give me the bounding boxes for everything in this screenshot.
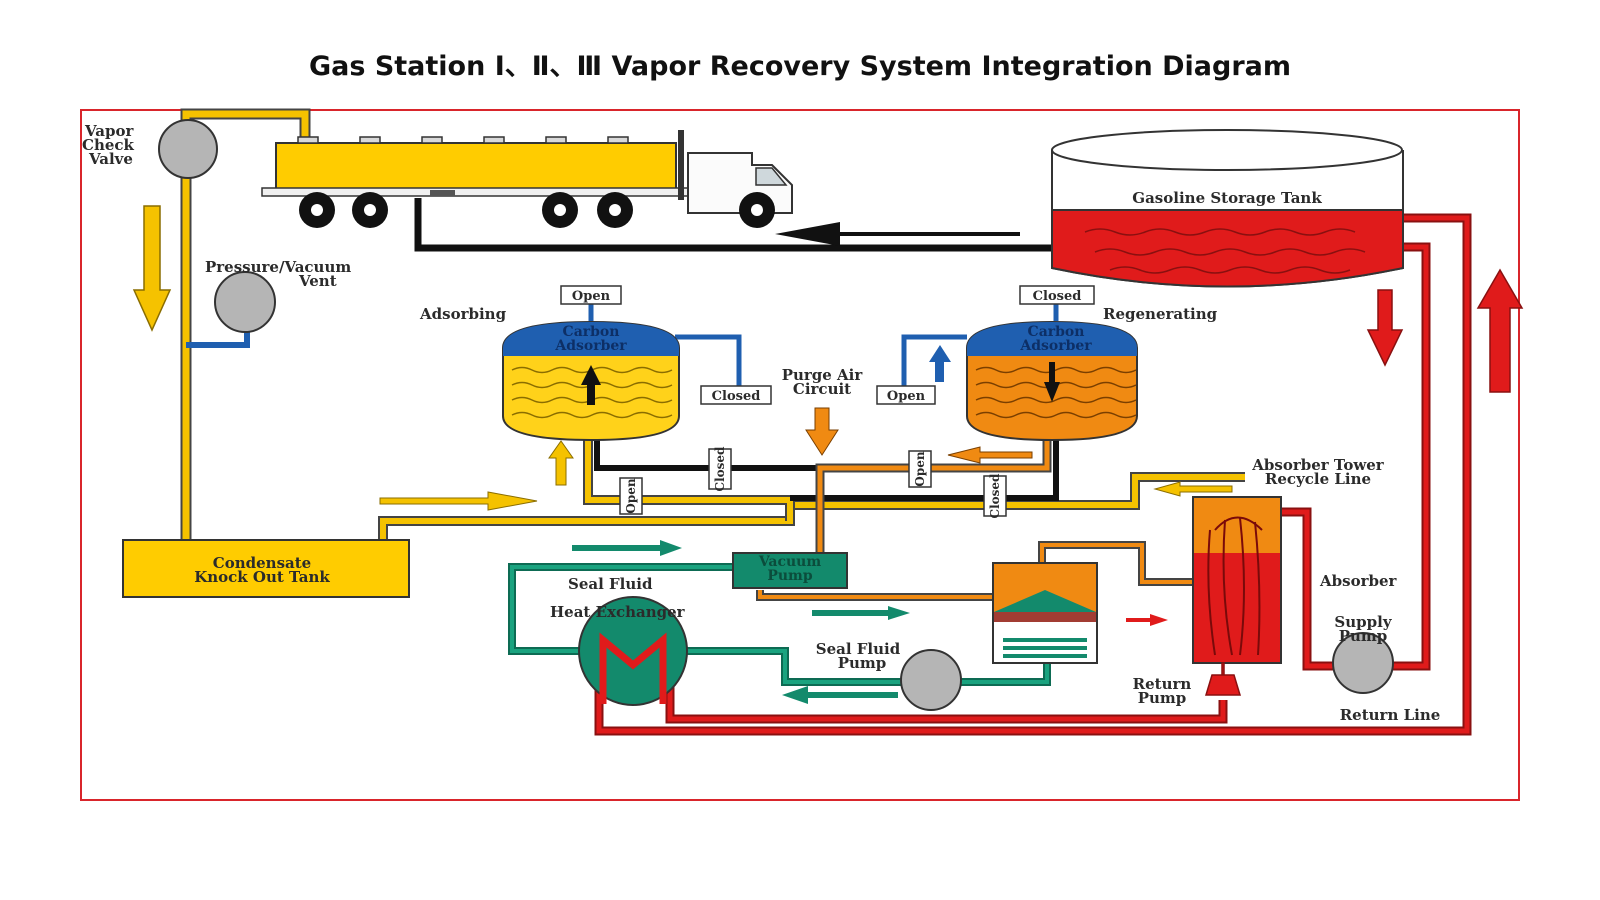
- svg-text:Closed: Closed: [712, 389, 761, 404]
- flow-arrow-down-orange: [805, 407, 839, 456]
- label-adsorbing: Adsorbing: [419, 305, 507, 323]
- knockout-outlet-pipe: [378, 472, 1245, 540]
- label-absorber: Absorber: [1319, 572, 1398, 590]
- svg-text:Closed: Closed: [1033, 289, 1082, 304]
- label-carbon-adsorber-right-1: Carbon: [1028, 324, 1085, 340]
- label-return-line: Return Line: [1340, 706, 1441, 724]
- vapor-check-valve-gauge: [158, 119, 218, 179]
- label-pressure-vacuum-vent-1: Pressure/Vacuum: [205, 258, 351, 276]
- svg-text:Closed: Closed: [988, 473, 1002, 519]
- return-pump: [1204, 662, 1242, 696]
- carbon-adsorber-right: [966, 320, 1138, 442]
- valve-tag-right-top: Closed: [1019, 285, 1095, 305]
- svg-text:Open: Open: [887, 389, 926, 404]
- valve-tag-left-top: Open: [560, 285, 622, 305]
- label-heat-exchanger: Heat Exchanger: [550, 603, 686, 621]
- seal-fluid-pump: [900, 649, 962, 711]
- valve-tag-left-side: Closed: [700, 385, 772, 405]
- cross-pipe-black-2: [790, 440, 1059, 501]
- separator-top-pipe-inner: [1040, 543, 1195, 584]
- flow-arrow-down-red: [1366, 289, 1404, 367]
- label-return-pump-1: Return: [1133, 675, 1192, 693]
- label-absorber-tower-2: Recycle Line: [1265, 470, 1371, 488]
- label-return-pump-2: Pump: [1138, 689, 1187, 707]
- flow-arrow-down-yellow: [132, 205, 172, 332]
- label-absorber-tower-1: Absorber Tower: [1251, 456, 1385, 474]
- separator-feed-pipe-inner: [758, 590, 995, 599]
- flow-arrow-up-red: [1476, 268, 1524, 393]
- valve-tag-vertical-4: Closed: [983, 473, 1007, 519]
- flow-arrow-left-yellow-small: [1153, 481, 1233, 497]
- absorber-tower: [1192, 496, 1282, 664]
- purge-pipe-orange-inner: [817, 440, 1050, 560]
- valve-tag-right-side: Open: [876, 385, 936, 405]
- label-carbon-adsorber-left-2: Adsorber: [554, 338, 627, 354]
- label-seal-fluid-pump-1: Seal Fluid: [816, 640, 901, 658]
- separator-tank: [992, 562, 1098, 664]
- flow-arrow-right-yellow: [379, 491, 538, 511]
- svg-text:Open: Open: [572, 289, 611, 304]
- left-adsorber-side-pipe: [675, 334, 742, 392]
- pressure-vacuum-vent-gauge: [214, 271, 276, 333]
- label-supply-pump-2: Pump: [1339, 627, 1388, 645]
- supply-to-absorber-inner: [1280, 509, 1340, 669]
- heat-exchanger: [578, 596, 688, 706]
- condensate-knock-out-tank: [122, 539, 410, 598]
- flow-arrow-to-truck: [775, 222, 1020, 246]
- diagram-frame: [80, 109, 1520, 801]
- label-seal-fluid-pump-2: Pump: [838, 654, 887, 672]
- label-purge-air-circuit-1: Purge Air: [782, 366, 864, 384]
- label-vacuum-pump-1: Vacuum: [758, 554, 822, 570]
- svg-text:Open: Open: [913, 451, 927, 486]
- label-regenerating: Regenerating: [1103, 305, 1218, 323]
- svg-text:Closed: Closed: [713, 446, 727, 492]
- label-pressure-vacuum-vent-2: Vent: [298, 272, 337, 290]
- seal-fluid-loop-inner: [510, 565, 733, 653]
- left-adsorber-outlet-pipe: [583, 440, 795, 521]
- svg-text:Open: Open: [624, 478, 638, 513]
- label-seal-fluid: Seal Fluid: [568, 575, 653, 593]
- flow-arrow-left-green: [782, 686, 898, 704]
- label-vapor-check-valve-2: Check: [82, 136, 135, 154]
- flow-arrow-right-green-mid: [812, 606, 910, 620]
- label-gasoline-storage-tank: Gasoline Storage Tank: [1132, 189, 1322, 207]
- label-knock-out-tank-2: Knock Out Tank: [194, 568, 330, 586]
- tanker-truck: [261, 130, 793, 228]
- label-carbon-adsorber-right-2: Adsorber: [1019, 338, 1092, 354]
- valve-tag-vertical-1: Open: [619, 477, 643, 515]
- left-adsorber-outlet-pipe-inner: [585, 440, 793, 521]
- label-purge-air-circuit-2: Circuit: [793, 380, 851, 398]
- right-adsorber-side-pipe: [901, 334, 967, 392]
- seal-fluid-return-inner: [687, 649, 1049, 684]
- label-vapor-check-valve-3: Valve: [88, 150, 133, 168]
- vacuum-pump: [732, 552, 848, 589]
- supply-pump: [1332, 632, 1394, 694]
- label-vapor-check-valve-1: Vapor: [84, 122, 134, 140]
- valve-tag-vertical-2: Closed: [708, 446, 732, 492]
- carbon-adsorber-left: [502, 320, 680, 442]
- flow-arrow-up-yellow: [548, 440, 574, 486]
- valve-tag-vertical-3: Open: [908, 450, 932, 488]
- label-carbon-adsorber-left-1: Carbon: [563, 324, 620, 340]
- cross-pipe-black-1: [594, 440, 820, 471]
- label-knock-out-tank-1: Condensate: [213, 554, 311, 572]
- gasoline-storage-tank: [1051, 129, 1404, 288]
- diagram-title: Gas Station Ⅰ、Ⅱ、Ⅲ Vapor Recovery System …: [308, 51, 1292, 82]
- flow-arrow-left-orange: [947, 446, 1033, 464]
- flow-arrow-up-blue: [929, 345, 951, 382]
- supply-line-inner: [1383, 244, 1429, 669]
- return-line-inner: [596, 215, 1470, 734]
- vapor-line-yellow-inner: [182, 110, 309, 540]
- flow-arrow-right-green-top: [572, 540, 682, 556]
- flow-arrow-right-red-small: [1126, 614, 1168, 626]
- label-vacuum-pump-2: Pump: [767, 568, 813, 584]
- label-supply-pump-1: Supply: [1334, 613, 1392, 631]
- vapor-return-pipe: [414, 198, 1052, 252]
